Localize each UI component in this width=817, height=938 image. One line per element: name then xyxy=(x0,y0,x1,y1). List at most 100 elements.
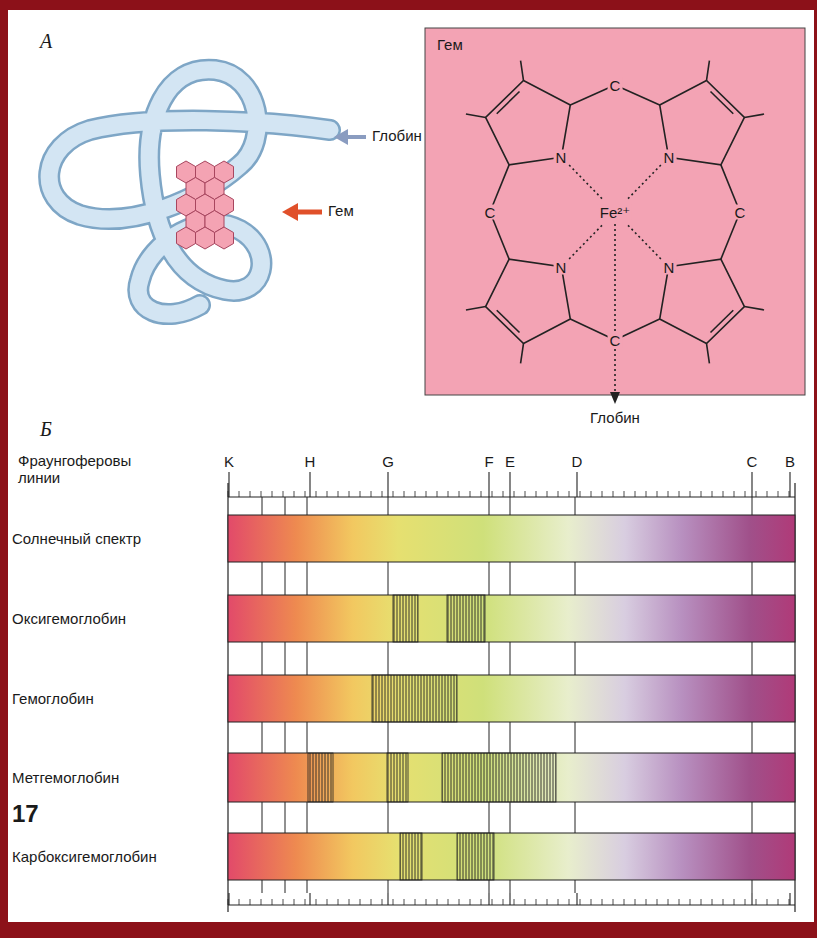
part-name: Гем xyxy=(328,202,354,219)
fraunhofer-letter: H xyxy=(305,453,316,470)
ruler-tick xyxy=(239,899,240,905)
ruler-tick xyxy=(668,899,669,905)
ruler-tick xyxy=(613,491,614,497)
pyrrole-ring xyxy=(660,259,745,343)
ruler-tick xyxy=(701,491,702,497)
ruler-tick xyxy=(525,491,526,497)
strip-divider xyxy=(575,802,576,833)
strip-divider xyxy=(307,562,308,595)
ruler-tick xyxy=(283,899,284,905)
ruler-tick xyxy=(294,491,295,497)
ruler-tick xyxy=(547,491,548,497)
strip-divider xyxy=(262,562,263,595)
band-label: Оксигемоглобин xyxy=(12,610,126,627)
strip-divider xyxy=(510,562,511,595)
absorption-band xyxy=(393,595,418,642)
ruler-tick xyxy=(635,899,636,905)
fraunhofer-tick xyxy=(228,893,229,905)
spectrum-row: Карбоксигемоглобин xyxy=(12,833,795,880)
strip-divider xyxy=(510,722,511,753)
methyl-stub xyxy=(707,344,710,364)
ruler-tick xyxy=(646,491,647,497)
atom-symbol: C xyxy=(483,205,498,220)
strip-divider xyxy=(388,562,389,595)
atom-symbol: N xyxy=(662,260,677,275)
ruler-tick xyxy=(382,899,383,905)
page-number: 17 xyxy=(12,800,39,828)
ruler-tick xyxy=(789,899,790,905)
strip-divider xyxy=(752,497,753,515)
ruler-tick xyxy=(272,899,273,905)
ruler-tick xyxy=(635,491,636,497)
strip-divider xyxy=(752,722,753,753)
strip-divider xyxy=(489,497,490,515)
atom-symbol: C xyxy=(733,205,748,220)
ruler-tick xyxy=(569,491,570,497)
strip-divider xyxy=(489,880,490,893)
ruler-tick xyxy=(470,899,471,905)
fraunhofer-letter: C xyxy=(747,453,758,470)
spectrum-chart xyxy=(228,472,795,912)
ruler-tick xyxy=(448,491,449,497)
strip-divider xyxy=(285,802,286,833)
double-bond xyxy=(710,91,733,113)
ruler-line xyxy=(228,904,795,905)
ruler-tick xyxy=(668,491,669,497)
ruler-tick xyxy=(316,491,317,497)
ruler-tick xyxy=(404,491,405,497)
ruler-tick xyxy=(228,491,229,497)
strip-divider xyxy=(285,880,286,893)
ruler-tick xyxy=(602,491,603,497)
pyrrole-ring xyxy=(486,259,571,343)
fraunhofer-letter: D xyxy=(572,453,583,470)
ruler-tick xyxy=(679,899,680,905)
strip-divider xyxy=(510,802,511,833)
ruler-tick xyxy=(371,491,372,497)
strip-divider xyxy=(489,562,490,595)
ruler-tick xyxy=(525,899,526,905)
methyl-stub xyxy=(707,61,710,81)
ruler-tick xyxy=(261,899,262,905)
ruler-tick xyxy=(536,899,537,905)
fraunhofer-letter: K xyxy=(224,453,234,470)
fraunhofer-letter: G xyxy=(382,453,394,470)
strip-divider xyxy=(285,642,286,675)
fraunhofer-tick xyxy=(509,893,510,905)
fraunhofer-tick xyxy=(488,893,489,905)
ruler-tick xyxy=(767,899,768,905)
panel-heading: Гем xyxy=(437,36,793,53)
ruler-tick xyxy=(756,899,757,905)
band-label: Карбоксигемоглобин xyxy=(12,848,157,865)
absorption-band xyxy=(387,753,408,802)
ruler-tick xyxy=(426,491,427,497)
ruler-tick xyxy=(514,899,515,905)
fraunhofer-tick xyxy=(387,893,388,905)
fraunhofer-tick xyxy=(576,893,577,905)
atom-symbol: N xyxy=(554,260,569,275)
panel-letter: Б xyxy=(40,418,52,441)
ruler-tick xyxy=(745,899,746,905)
ruler-tick xyxy=(492,491,493,497)
absorption-band xyxy=(447,595,485,642)
ruler-tick xyxy=(261,491,262,497)
ruler-tick xyxy=(327,491,328,497)
band-label: Гемоглобин xyxy=(12,690,94,707)
ruler-tick xyxy=(767,491,768,497)
methyl-stub xyxy=(466,114,486,117)
strip-divider xyxy=(752,880,753,893)
strip-divider xyxy=(510,497,511,515)
ruler-tick xyxy=(448,899,449,905)
fraunhofer-tick xyxy=(488,472,489,497)
ruler-tick xyxy=(415,899,416,905)
strip-divider xyxy=(285,497,286,515)
ruler-tick xyxy=(316,899,317,905)
strip-divider xyxy=(262,722,263,753)
spectrum-row: Солнечный спектр xyxy=(12,515,795,562)
strip-divider xyxy=(752,802,753,833)
strip-divider xyxy=(307,802,308,833)
ruler-tick xyxy=(613,899,614,905)
ruler-tick xyxy=(657,899,658,905)
atom-symbol: Fe²⁺ xyxy=(598,205,632,220)
spectrum-band xyxy=(228,833,795,880)
double-bond xyxy=(497,310,520,332)
